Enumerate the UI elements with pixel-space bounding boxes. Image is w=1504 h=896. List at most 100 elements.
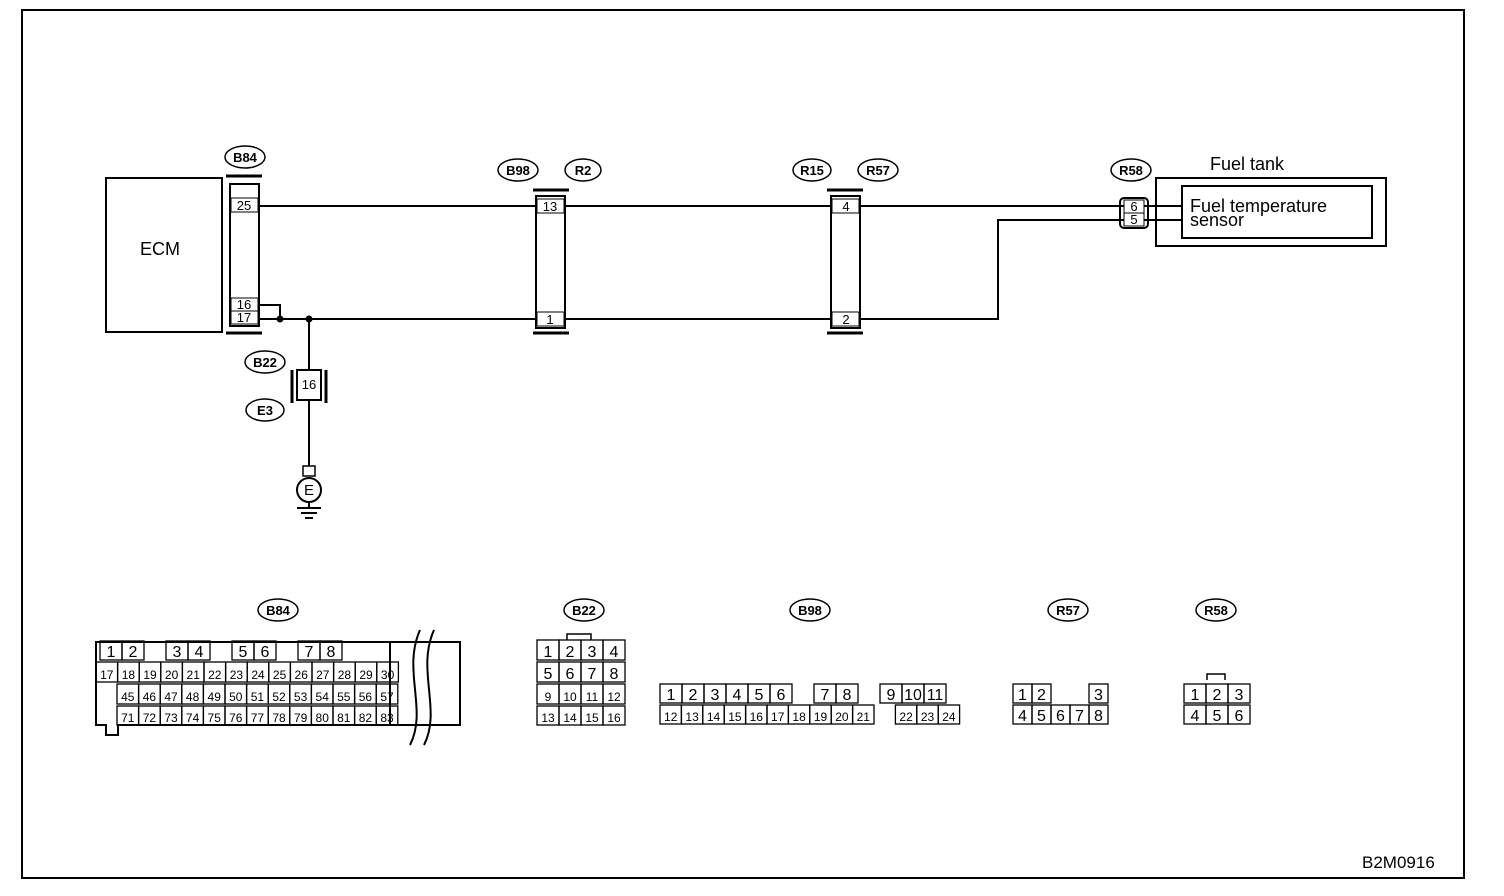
pin-label-b84: 54	[316, 690, 330, 704]
connector-r58-badge: R58	[1119, 163, 1143, 178]
pin-label-b84: 27	[316, 668, 330, 682]
pin-label-b84: 45	[121, 690, 135, 704]
pin-label-b84: 47	[164, 690, 178, 704]
pin-label-b22: 14	[563, 711, 577, 725]
pin-label-b84: 72	[143, 711, 157, 725]
pin-label-b22: 10	[563, 690, 577, 704]
pin-label-b22: 3	[588, 644, 597, 661]
pin-label-b98: 14	[707, 710, 721, 724]
ground-symbol: E	[296, 465, 322, 519]
pin-label-b84: 26	[295, 668, 309, 682]
pin-label-r58: 3	[1235, 687, 1244, 704]
b98-pin-13: 13	[543, 199, 557, 214]
pin-label-b84: 53	[294, 690, 308, 704]
r57-pin-4: 4	[842, 199, 849, 214]
connector-r15-r57: R15 R57 4 2	[792, 158, 899, 335]
pin-label-b84: 48	[186, 690, 200, 704]
pin-cell-r57	[1088, 704, 1109, 725]
pin-label-b22: 16	[607, 711, 621, 725]
pin-label-b84: 78	[272, 711, 286, 725]
pin-label-b98: 4	[733, 687, 742, 704]
pin-label-r57: 1	[1018, 687, 1027, 704]
pin-cell-b98	[792, 684, 814, 703]
ground-label: E	[304, 482, 314, 499]
pin-label-b84: 83	[380, 711, 394, 725]
pin-cell-b84	[376, 661, 400, 683]
pin-cell-b98	[874, 705, 895, 724]
wiring	[259, 205, 1182, 466]
b84-pin-17: 17	[237, 310, 251, 325]
pin-label-b84: 71	[121, 711, 135, 725]
pin-label-b84: 57	[380, 690, 394, 704]
pin-cell-b84	[121, 640, 145, 661]
pin-cell-b22	[602, 683, 626, 705]
pin-cell-b84	[319, 640, 343, 661]
face-b98-badge: B98	[798, 603, 822, 618]
connector-b84: B84 25 16 17	[224, 145, 266, 335]
pin-cell-b98	[937, 704, 961, 725]
pin-label-r57: 7	[1075, 708, 1084, 725]
pin-label-b84: 19	[143, 668, 157, 682]
pin-cell-r57	[1051, 684, 1070, 703]
connector-r15-badge: R15	[800, 163, 824, 178]
pin-label-b84: 51	[251, 690, 265, 704]
pin-cell-r57	[1088, 683, 1109, 704]
pin-label-r57: 3	[1094, 687, 1103, 704]
pin-label-b84: 22	[208, 668, 222, 682]
face-r58-badge: R58	[1204, 603, 1228, 618]
pin-label-b98: 23	[921, 710, 935, 724]
pin-label-b98: 12	[664, 710, 678, 724]
pin-label-b98: 18	[792, 710, 806, 724]
splice-dot-2	[305, 315, 313, 323]
pin-label-r58: 6	[1235, 708, 1244, 725]
pin-cell-b22	[602, 661, 626, 683]
pin-label-b98: 11	[927, 687, 944, 704]
figure-code: B2M0916	[1362, 853, 1435, 872]
pin-cell-b22	[602, 639, 626, 661]
pin-label-b98: 24	[942, 710, 956, 724]
pin-label-b98: 22	[899, 710, 913, 724]
connector-b98-badge: B98	[506, 163, 530, 178]
pin-label-b84: 7	[305, 644, 314, 661]
pin-label-b84: 3	[173, 644, 182, 661]
pin-label-b98: 6	[777, 687, 786, 704]
connector-r57-badge: R57	[866, 163, 890, 178]
pin-label-b84: 21	[187, 668, 201, 682]
pin-label-b98: 16	[750, 710, 764, 724]
pin-cell-b84	[144, 641, 166, 660]
pin-label-b84: 28	[338, 668, 352, 682]
pin-label-b98: 3	[711, 687, 720, 704]
pin-label-b84: 6	[261, 644, 270, 661]
pin-label-b84: 17	[100, 668, 114, 682]
r58-pin-6: 6	[1130, 199, 1137, 214]
pin-label-b84: 55	[337, 690, 351, 704]
pin-label-r57: 8	[1094, 708, 1103, 725]
r57-pin-2: 2	[842, 312, 849, 327]
pin-cell-b84	[187, 640, 211, 661]
connector-e3-badge: E3	[257, 403, 273, 418]
pin-cell-b84	[375, 705, 399, 726]
pin-label-b84: 49	[208, 690, 222, 704]
pin-cell-b22	[602, 705, 626, 726]
pin-cell-b84	[276, 641, 298, 660]
pin-cell-b98	[851, 704, 875, 725]
fuel-tank-label: Fuel tank	[1210, 154, 1285, 174]
pin-label-b98: 8	[843, 687, 852, 704]
connector-b22-e3: B22 E3 16	[244, 350, 328, 422]
pin-label-b22: 2	[566, 644, 575, 661]
pin-label-r58: 4	[1191, 708, 1200, 725]
pin-label-b84: 74	[186, 711, 200, 725]
connector-r58: R58 6 5	[1110, 158, 1152, 229]
pin-label-b84: 80	[316, 711, 330, 725]
pin-label-r58: 2	[1213, 687, 1222, 704]
pin-label-b84: 50	[229, 690, 243, 704]
pin-label-b84: 79	[294, 711, 308, 725]
pin-label-b98: 13	[685, 710, 699, 724]
pin-label-b84: 23	[230, 668, 244, 682]
